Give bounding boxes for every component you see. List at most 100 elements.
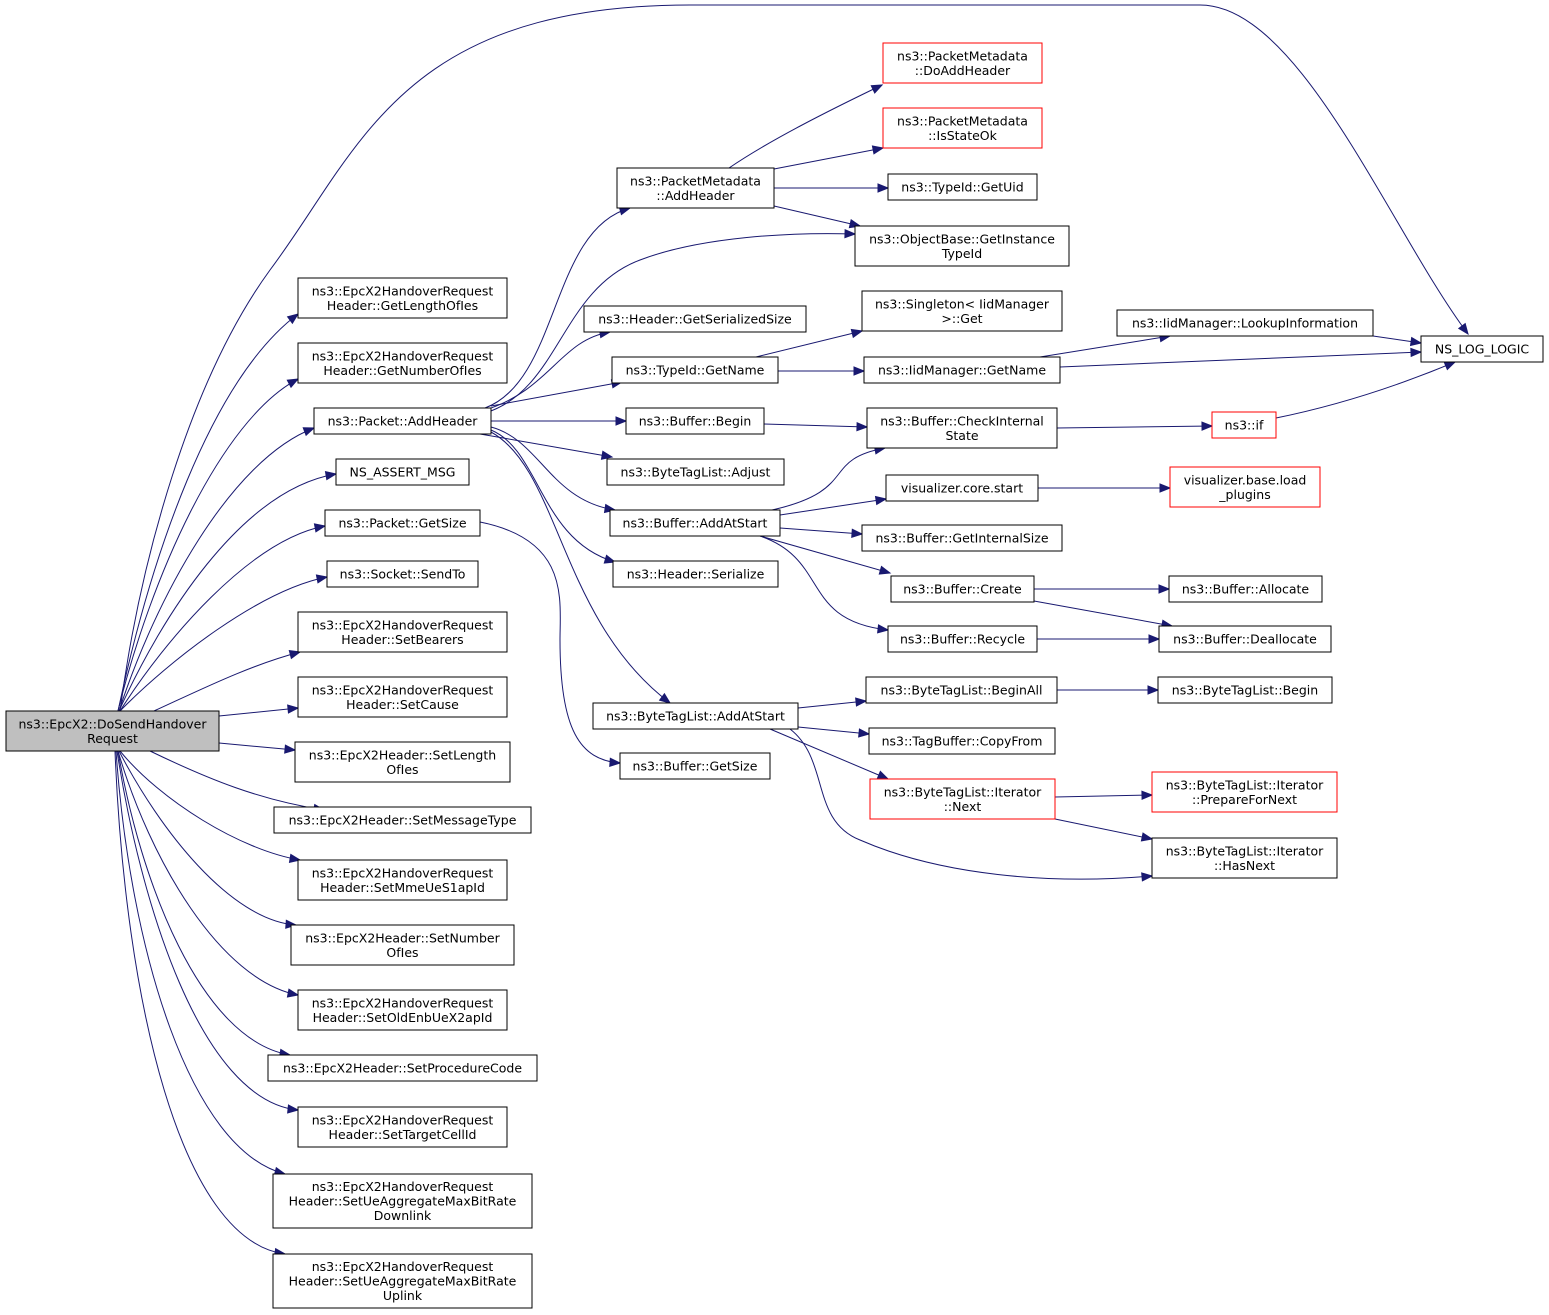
node-box[interactable] <box>606 458 785 486</box>
node-box[interactable] <box>612 560 779 588</box>
node-n22[interactable]: ns3::TypeId::GetName <box>611 356 779 384</box>
node-box[interactable] <box>297 1106 508 1148</box>
node-box[interactable] <box>297 611 508 653</box>
node-n31[interactable]: ns3::TypeId::GetUid <box>887 173 1038 201</box>
node-n12[interactable]: ns3::EpcX2HandoverRequestHeader::SetMmeU… <box>297 859 508 901</box>
node-box[interactable] <box>1151 837 1338 879</box>
node-box[interactable] <box>1169 466 1321 508</box>
node-box[interactable] <box>297 859 508 901</box>
node-box[interactable] <box>882 42 1043 84</box>
node-box[interactable] <box>297 277 508 319</box>
node-box[interactable] <box>1168 575 1323 603</box>
node-n2[interactable]: ns3::EpcX2HandoverRequestHeader::GetLeng… <box>297 277 508 319</box>
node-box[interactable] <box>297 676 508 718</box>
node-n26[interactable]: ns3::Header::Serialize <box>612 560 779 588</box>
node-box[interactable] <box>861 290 1063 332</box>
node-n34[interactable]: ns3::IidManager::LookupInformation <box>1116 309 1374 337</box>
node-n49[interactable]: ns3::ByteTagList::Iterator::HasNext <box>1151 837 1338 879</box>
node-box[interactable] <box>335 458 470 486</box>
node-box[interactable] <box>866 407 1058 449</box>
node-box[interactable] <box>592 702 799 730</box>
node-n39[interactable]: ns3::Buffer::GetInternalSize <box>861 524 1063 552</box>
node-n18[interactable]: ns3::EpcX2HandoverRequestHeader::SetUeAg… <box>272 1253 533 1309</box>
node-n47[interactable]: ns3::ByteTagList::Iterator::Next <box>869 778 1056 820</box>
node-n28[interactable]: ns3::Buffer::GetSize <box>619 752 771 780</box>
node-n4[interactable]: ns3::Packet::AddHeader <box>313 407 492 435</box>
node-n43[interactable]: ns3::Buffer::Deallocate <box>1158 625 1332 653</box>
node-n37[interactable]: visualizer.core.start <box>885 474 1039 502</box>
node-n15[interactable]: ns3::EpcX2Header::SetProcedureCode <box>267 1054 538 1082</box>
node-n14[interactable]: ns3::EpcX2HandoverRequestHeader::SetOldE… <box>297 989 508 1031</box>
node-n9[interactable]: ns3::EpcX2HandoverRequestHeader::SetCaus… <box>297 676 508 718</box>
node-n40[interactable]: ns3::Buffer::Create <box>890 575 1035 603</box>
node-n33[interactable]: ns3::IidManager::GetName <box>863 356 1061 384</box>
node-box[interactable] <box>5 710 220 752</box>
node-box[interactable] <box>868 727 1056 755</box>
node-n3[interactable]: ns3::EpcX2HandoverRequestHeader::GetNumb… <box>297 342 508 384</box>
node-box[interactable] <box>619 752 771 780</box>
node-n42[interactable]: ns3::Buffer::Recycle <box>887 625 1038 653</box>
node-box[interactable] <box>1157 676 1333 704</box>
node-box[interactable] <box>297 989 508 1031</box>
node-n38[interactable]: visualizer.base.load_plugins <box>1169 466 1321 508</box>
node-n5[interactable]: NS_ASSERT_MSG <box>335 458 470 486</box>
node-box[interactable] <box>290 924 515 966</box>
node-box[interactable] <box>1116 309 1374 337</box>
node-n41[interactable]: ns3::Buffer::Allocate <box>1168 575 1323 603</box>
node-n6[interactable]: ns3::Packet::GetSize <box>324 509 481 537</box>
node-box[interactable] <box>863 356 1061 384</box>
node-box[interactable] <box>616 167 775 209</box>
node-n23[interactable]: ns3::Buffer::Begin <box>625 407 765 435</box>
node-box[interactable] <box>272 1253 533 1309</box>
node-box[interactable] <box>297 342 508 384</box>
node-box[interactable] <box>887 173 1038 201</box>
node-n11[interactable]: ns3::EpcX2Header::SetMessageType <box>273 806 532 834</box>
node-box[interactable] <box>272 1173 533 1229</box>
node-box[interactable] <box>1151 771 1338 813</box>
node-box[interactable] <box>273 806 532 834</box>
node-box[interactable] <box>609 509 781 537</box>
node-box[interactable] <box>1158 625 1332 653</box>
node-box[interactable] <box>890 575 1035 603</box>
node-box[interactable] <box>861 524 1063 552</box>
node-n30[interactable]: ns3::PacketMetadata::IsStateOk <box>882 107 1043 149</box>
node-box[interactable] <box>583 305 807 333</box>
node-box[interactable] <box>1211 411 1277 439</box>
node-box[interactable] <box>324 509 481 537</box>
node-n46[interactable]: ns3::TagBuffer::CopyFrom <box>868 727 1056 755</box>
node-n32[interactable]: ns3::Singleton< IidManager>::Get <box>861 290 1063 332</box>
node-box[interactable] <box>869 778 1056 820</box>
node-box[interactable] <box>267 1054 538 1082</box>
node-box[interactable] <box>294 741 511 783</box>
node-n48[interactable]: ns3::ByteTagList::Iterator::PrepareForNe… <box>1151 771 1338 813</box>
node-box[interactable] <box>887 625 1038 653</box>
node-n25[interactable]: ns3::Buffer::AddAtStart <box>609 509 781 537</box>
node-n24[interactable]: ns3::ByteTagList::Adjust <box>606 458 785 486</box>
node-box[interactable] <box>1420 335 1544 363</box>
node-n27[interactable]: ns3::ByteTagList::AddAtStart <box>592 702 799 730</box>
node-box[interactable] <box>625 407 765 435</box>
node-box[interactable] <box>326 560 479 588</box>
node-n45[interactable]: ns3::ByteTagList::Begin <box>1157 676 1333 704</box>
node-box[interactable] <box>885 474 1039 502</box>
node-n19[interactable]: ns3::PacketMetadata::AddHeader <box>616 167 775 209</box>
node-n36[interactable]: ns3::if <box>1211 411 1277 439</box>
node-box[interactable] <box>854 225 1070 267</box>
node-n1[interactable]: NS_LOG_LOGIC <box>1420 335 1544 363</box>
node-n21[interactable]: ns3::Header::GetSerializedSize <box>583 305 807 333</box>
node-n29[interactable]: ns3::PacketMetadata::DoAddHeader <box>882 42 1043 84</box>
node-box[interactable] <box>882 107 1043 149</box>
node-box[interactable] <box>865 676 1058 704</box>
node-box[interactable] <box>611 356 779 384</box>
node-box[interactable] <box>313 407 492 435</box>
node-n7[interactable]: ns3::Socket::SendTo <box>326 560 479 588</box>
node-n16[interactable]: ns3::EpcX2HandoverRequestHeader::SetTarg… <box>297 1106 508 1148</box>
node-n17[interactable]: ns3::EpcX2HandoverRequestHeader::SetUeAg… <box>272 1173 533 1229</box>
node-n8[interactable]: ns3::EpcX2HandoverRequestHeader::SetBear… <box>297 611 508 653</box>
node-n44[interactable]: ns3::ByteTagList::BeginAll <box>865 676 1058 704</box>
